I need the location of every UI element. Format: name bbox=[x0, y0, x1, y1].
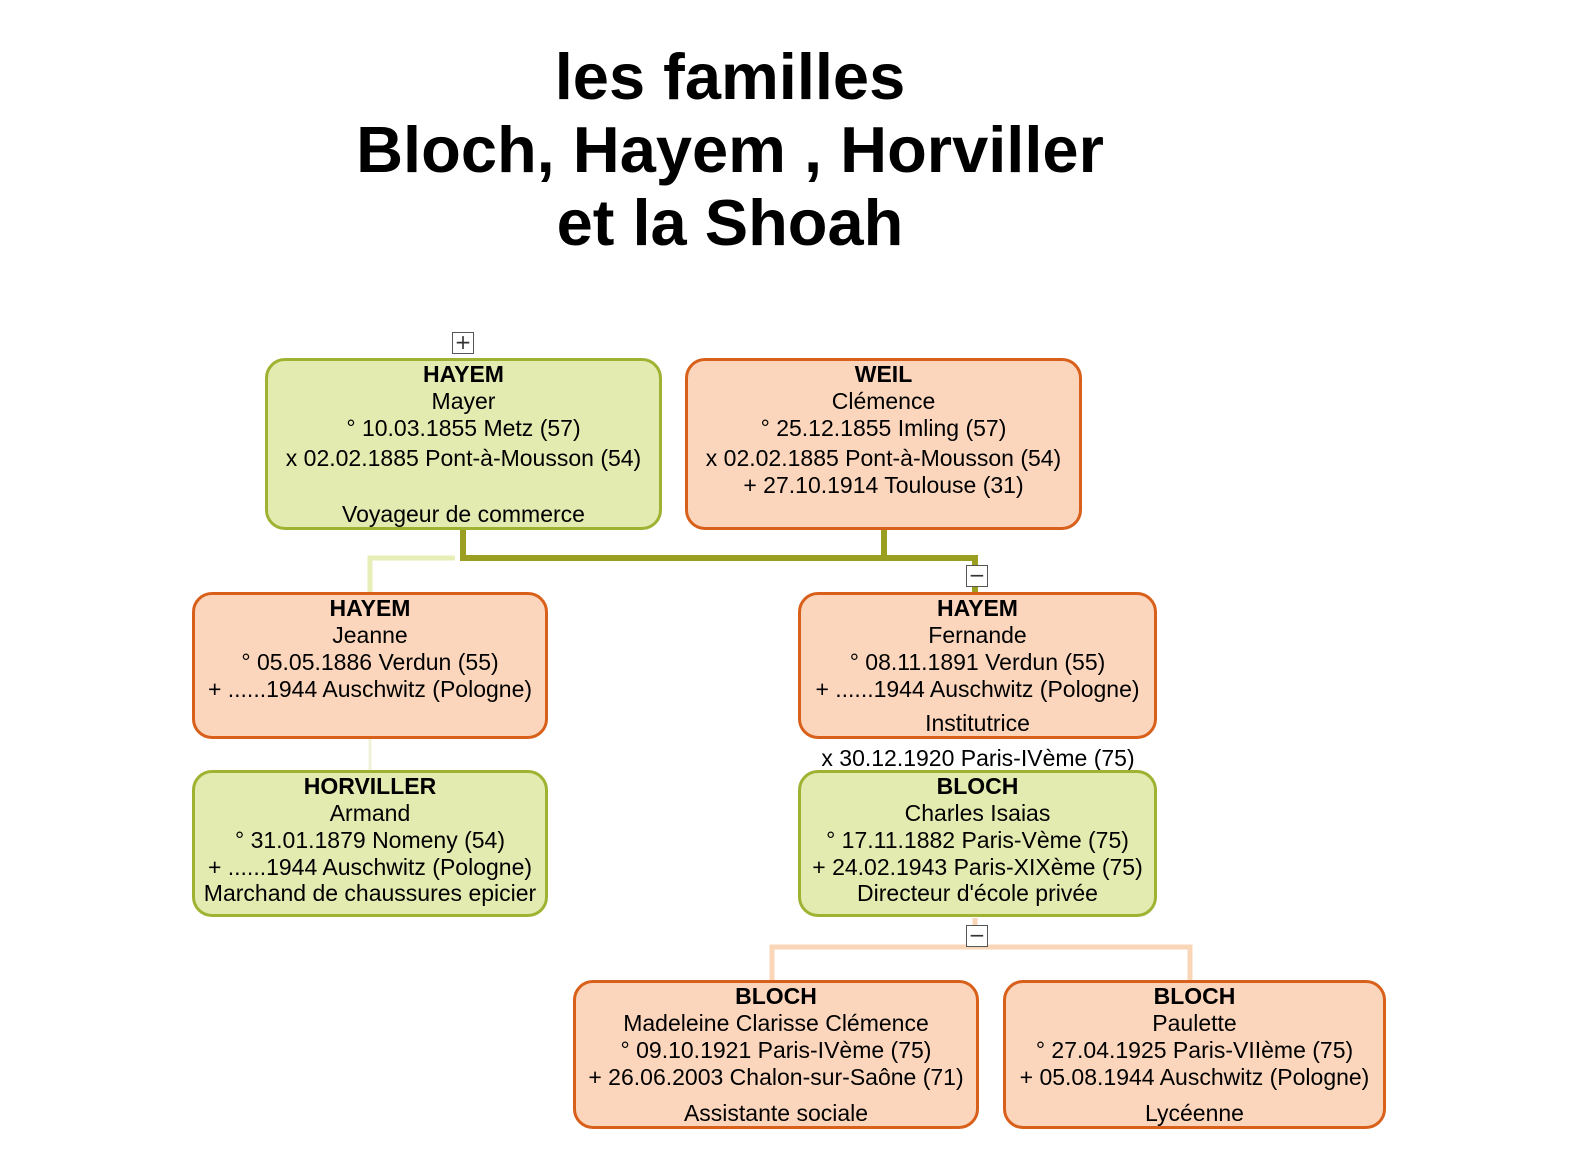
birth-info: ° 31.01.1879 Nomeny (54) bbox=[234, 827, 506, 853]
link-parents-bar bbox=[460, 555, 978, 592]
surname: BLOCH bbox=[1153, 983, 1236, 1009]
given-name: Mayer bbox=[431, 388, 496, 414]
surname: HAYEM bbox=[329, 595, 411, 621]
given-name: Paulette bbox=[1152, 1010, 1237, 1036]
person-card-madeleine-bloch[interactable]: BLOCH Madeleine Clarisse Clémence ° 09.1… bbox=[573, 980, 979, 1129]
person-card-fernande-hayem[interactable]: HAYEM Fernande ° 08.11.1891 Verdun (55) … bbox=[798, 592, 1157, 739]
given-name: Clémence bbox=[831, 388, 936, 414]
death-info: + 26.06.2003 Chalon-sur-Saône (71) bbox=[588, 1064, 964, 1090]
surname: BLOCH bbox=[936, 773, 1019, 799]
person-card-armand-horviller[interactable]: HORVILLER Armand ° 31.01.1879 Nomeny (54… bbox=[192, 770, 548, 917]
marriage-info: x 02.02.1885 Pont-à-Mousson (54) bbox=[705, 445, 1062, 471]
birth-info: ° 09.10.1921 Paris-IVème (75) bbox=[620, 1037, 932, 1063]
title-line-3: et la Shoah bbox=[556, 186, 904, 259]
occupation: Assistante sociale bbox=[683, 1100, 869, 1126]
birth-info: ° 17.11.1882 Paris-Vème (75) bbox=[826, 827, 1129, 853]
surname: HORVILLER bbox=[303, 773, 437, 799]
given-name: Madeleine Clarisse Clémence bbox=[623, 1010, 929, 1036]
given-name: Armand bbox=[329, 800, 411, 826]
title-line-1: les familles bbox=[554, 40, 906, 113]
death-info: + ......1944 Auschwitz (Pologne) bbox=[815, 676, 1140, 702]
occupation: Marchand de chaussures epicier bbox=[203, 880, 537, 906]
birth-info: ° 05.05.1886 Verdun (55) bbox=[241, 649, 499, 675]
surname: HAYEM bbox=[937, 595, 1018, 621]
person-card-paulette-bloch[interactable]: BLOCH Paulette ° 27.04.1925 Paris-VIIème… bbox=[1003, 980, 1386, 1129]
person-card-jeanne-hayem[interactable]: HAYEM Jeanne ° 05.05.1886 Verdun (55) + … bbox=[192, 592, 548, 739]
person-card-clemence-weil[interactable]: WEIL Clémence ° 25.12.1855 Imling (57) x… bbox=[685, 358, 1082, 530]
occupation: Directeur d'école privée bbox=[857, 880, 1098, 906]
birth-info: ° 27.04.1925 Paris-VIIème (75) bbox=[1035, 1037, 1354, 1063]
collapse-toggle-icon[interactable]: − bbox=[966, 925, 988, 947]
death-info: + ......1944 Auschwitz (Pologne) bbox=[207, 676, 533, 702]
expand-toggle-icon[interactable]: + bbox=[452, 332, 474, 354]
given-name: Jeanne bbox=[332, 622, 408, 648]
occupation: Voyageur de commerce bbox=[342, 501, 585, 527]
person-card-charles-bloch[interactable]: BLOCH Charles Isaias ° 17.11.1882 Paris-… bbox=[798, 770, 1157, 917]
surname: WEIL bbox=[854, 361, 913, 387]
page-title: les familles Bloch, Hayem , Horviller et… bbox=[0, 40, 1460, 259]
given-name: Charles Isaias bbox=[904, 800, 1051, 826]
death-info: + 27.10.1914 Toulouse (31) bbox=[743, 472, 1024, 498]
marriage-info: x 02.02.1885 Pont-à-Mousson (54) bbox=[285, 445, 642, 471]
birth-info: ° 10.03.1855 Metz (57) bbox=[346, 415, 581, 441]
surname: HAYEM bbox=[423, 361, 504, 387]
death-info: + 24.02.1943 Paris-XIXème (75) bbox=[812, 854, 1143, 880]
link-children-bar bbox=[769, 944, 1193, 980]
birth-info: ° 25.12.1855 Imling (57) bbox=[760, 415, 1007, 441]
occupation: Lycéenne bbox=[1145, 1100, 1244, 1126]
surname: BLOCH bbox=[735, 983, 817, 1009]
death-info: + ......1944 Auschwitz (Pologne) bbox=[207, 854, 533, 880]
marriage-label: x 30.12.1920 Paris-IVème (75) bbox=[821, 745, 1135, 771]
person-card-mayer-hayem[interactable]: HAYEM Mayer ° 10.03.1855 Metz (57) x 02.… bbox=[265, 358, 662, 530]
link-to-jeanne bbox=[367, 555, 455, 592]
occupation: Institutrice bbox=[925, 710, 1030, 736]
birth-info: ° 08.11.1891 Verdun (55) bbox=[849, 649, 1106, 675]
title-line-2: Bloch, Hayem , Horviller bbox=[356, 113, 1104, 186]
given-name: Fernande bbox=[928, 622, 1027, 648]
death-info: + 05.08.1944 Auschwitz (Pologne) bbox=[1019, 1064, 1370, 1090]
collapse-toggle-icon[interactable]: − bbox=[966, 565, 988, 587]
